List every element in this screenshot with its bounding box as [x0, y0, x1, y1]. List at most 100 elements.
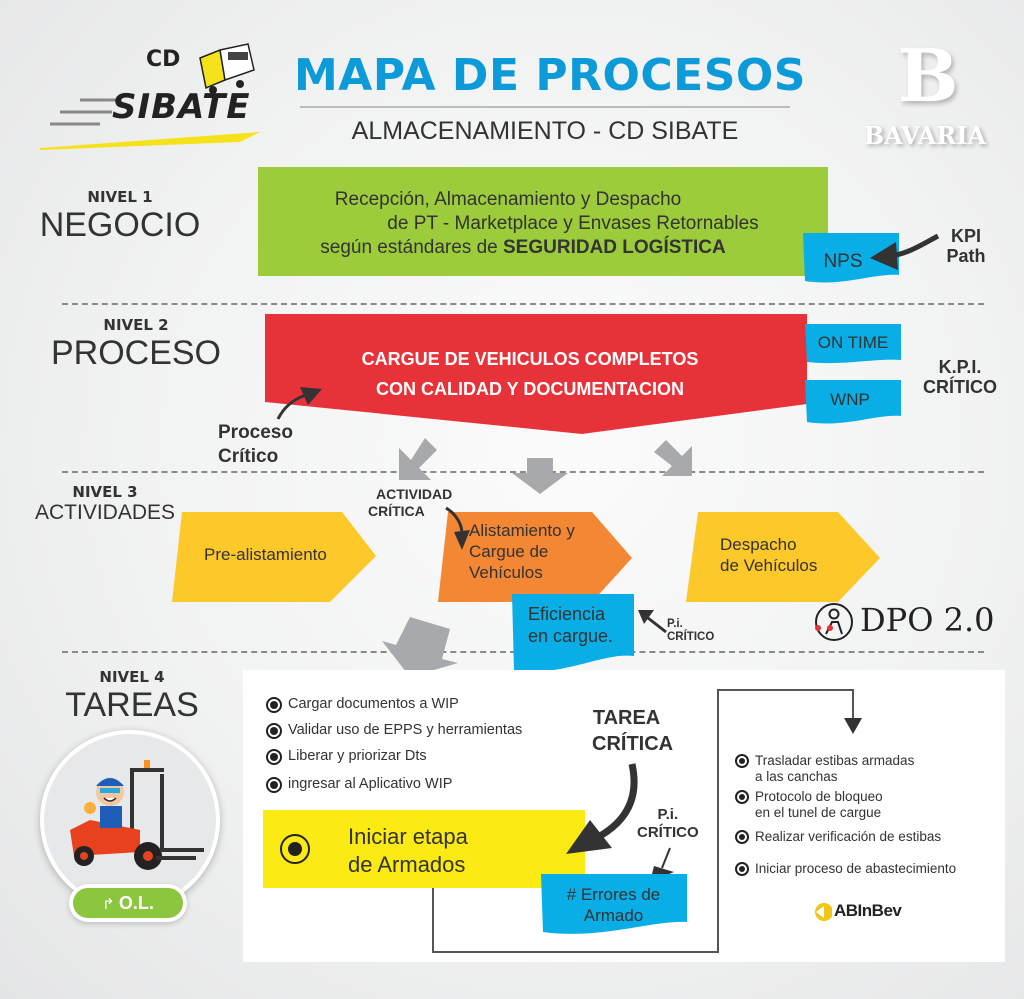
- kpi-path-arrow-icon: [870, 233, 940, 270]
- dpo-person-icon: [815, 603, 853, 641]
- abinbev-logo: ABInBev: [814, 900, 934, 930]
- divider-2: [62, 471, 984, 473]
- level-1-label: NIVEL 1 NEGOCIO: [30, 188, 210, 244]
- flow-connector-top: [717, 689, 853, 691]
- tarea-critica-label-2: CRÍTICA: [592, 733, 674, 755]
- bullet-radio-icon: [266, 696, 282, 713]
- bullet-radio-icon: [735, 754, 749, 768]
- activity-3-line-1: Despacho: [720, 535, 797, 554]
- tarea-critica-label: TAREA CRÍTICA: [592, 705, 673, 757]
- level-number: NIVEL 3: [72, 483, 138, 501]
- critical-task-radio-icon: [280, 834, 310, 864]
- tarea-critica-label-1: TAREA: [592, 707, 661, 729]
- critical-task-line-1: Iniciar etapa: [348, 824, 468, 849]
- title-divider: [300, 106, 790, 108]
- kpi-path-label-1: KPI: [950, 226, 981, 246]
- logo-cd-text: CD: [146, 47, 181, 72]
- business-text: Recepción, Almacenamiento y Despacho de …: [258, 188, 828, 260]
- proceso-critico-label-1: Proceso: [218, 422, 293, 443]
- activity-2-line-1: Alistamiento y: [469, 521, 575, 540]
- nps-flag-shape: [803, 233, 899, 283]
- pi-label-2: CRÍTICO: [667, 631, 715, 643]
- business-line-2: de PT - Marketplace y Envases Retornable…: [387, 213, 759, 234]
- critical-task-text: Iniciar etapa de Armados: [348, 823, 468, 879]
- level-3-label: NIVEL 3 ACTIVIDADES: [30, 483, 180, 525]
- actividad-critica-label-2: CRÍTICA: [368, 503, 425, 519]
- kpi-wnp: WNP: [830, 390, 870, 409]
- bullet-radio-icon: [735, 830, 749, 844]
- cd-sibate-logo: CD SIBATE: [20, 40, 260, 150]
- logo-sibate-text: SIBATE: [112, 87, 251, 127]
- activity-2-line-2: Cargue de: [469, 542, 549, 561]
- forklift-operator-badge: [40, 730, 220, 910]
- flow-connector-right-drop: [852, 689, 854, 719]
- pi-label-2: CRÍTICO: [637, 824, 699, 841]
- activity-2-line-3: Vehículos: [469, 563, 543, 582]
- abinbev-text: ABInBev: [834, 901, 902, 920]
- kpi-path-label: KPI Path: [938, 226, 994, 266]
- actividad-critica-label: ACTIVIDAD CRÍTICA: [368, 486, 452, 520]
- pi-errores-flag-shape: [541, 874, 687, 934]
- pi-errores: # Errores de Armado: [541, 884, 686, 926]
- abinbev-sun-icon: [815, 903, 832, 921]
- pi-eficiencia-arrow-icon: [638, 610, 667, 634]
- kpi-nps: NPS: [823, 251, 863, 272]
- flow-arrow-down-icon: [844, 718, 862, 734]
- business-box: [258, 167, 828, 276]
- ol-label: O.L.: [118, 893, 154, 913]
- level-number: NIVEL 1: [87, 188, 153, 206]
- activity-alistamiento-cargue: [438, 512, 632, 602]
- task-item: Realizar verificación de estibas: [735, 829, 956, 845]
- level-number: NIVEL 4: [99, 668, 165, 686]
- task-label: Validar uso de EPPS y herramientas: [288, 722, 523, 738]
- on-time-flag-shape: [805, 324, 901, 364]
- process-line-2: CON CALIDAD Y DOCUMENTACION: [375, 379, 684, 399]
- pi-errores-line-1: # Errores de: [566, 885, 661, 904]
- proceso-critico-label: Proceso Crítico: [218, 421, 293, 469]
- bavaria-name: BAVARIA: [863, 121, 987, 150]
- task-label: Liberar y priorizar Dts: [288, 748, 427, 764]
- kpi-critico-label: K.P.I. CRÍTICO: [918, 357, 1002, 397]
- dpo-text: DPO 2.0: [860, 601, 995, 639]
- pi-eficiencia-flag-shape: [512, 594, 634, 672]
- flow-connector-bottom: [432, 951, 719, 953]
- bullet-radio-icon: [266, 722, 282, 739]
- task-item: Cargar documentos a WIP: [266, 696, 522, 713]
- divider-1: [62, 303, 984, 305]
- pi-critico-label-n3: P.i. CRÍTICO: [667, 618, 714, 644]
- bullet-radio-icon: [266, 776, 282, 793]
- task-label: Iniciar proceso de abastecimiento: [755, 861, 957, 876]
- bullet-radio-icon: [266, 748, 282, 765]
- level-name: PROCESO: [50, 334, 222, 372]
- activity-despacho-text: Despacho de Vehículos: [720, 534, 817, 576]
- bullet-radio-icon: [735, 862, 749, 876]
- pi-label-1: P.i.: [667, 618, 683, 630]
- pi-eficiencia-line-2: en cargue.: [528, 626, 614, 646]
- level-name: ACTIVIDADES: [34, 501, 176, 524]
- flow-connector-bottom-left: [432, 888, 434, 952]
- bavaria-mark: B: [897, 34, 959, 118]
- page-subtitle: ALMACENAMIENTO - CD SIBATE: [351, 117, 739, 145]
- dpo-logo: DPO 2.0: [812, 598, 1022, 644]
- task-label: ingresar al Aplicativo WIP: [288, 776, 453, 792]
- activity-pre-alistamiento: [172, 512, 376, 602]
- proceso-critico-arrow-icon: [276, 387, 322, 420]
- tasks-left-list: Cargar documentos a WIP Validar uso de E…: [266, 696, 522, 793]
- task-label: Cargar documentos a WIP: [288, 696, 459, 712]
- business-line-1: Recepción, Almacenamiento y Despacho: [334, 189, 682, 210]
- kpi-critico-label-2: CRÍTICO: [923, 377, 997, 397]
- ol-button[interactable]: ↱ O.L.: [73, 888, 183, 918]
- truck-icon: [40, 43, 260, 150]
- page-title: MAPA DE PROCESOS: [294, 50, 806, 101]
- task-item: Liberar y priorizar Dts: [266, 748, 522, 765]
- business-line-3-prefix: según estándares de: [320, 237, 503, 258]
- activity-pre-alistamiento-text: Pre-alistamiento: [204, 545, 327, 564]
- bullet-radio-icon: [735, 790, 749, 804]
- level-number: NIVEL 2: [103, 316, 169, 334]
- activity-despacho: [686, 512, 880, 602]
